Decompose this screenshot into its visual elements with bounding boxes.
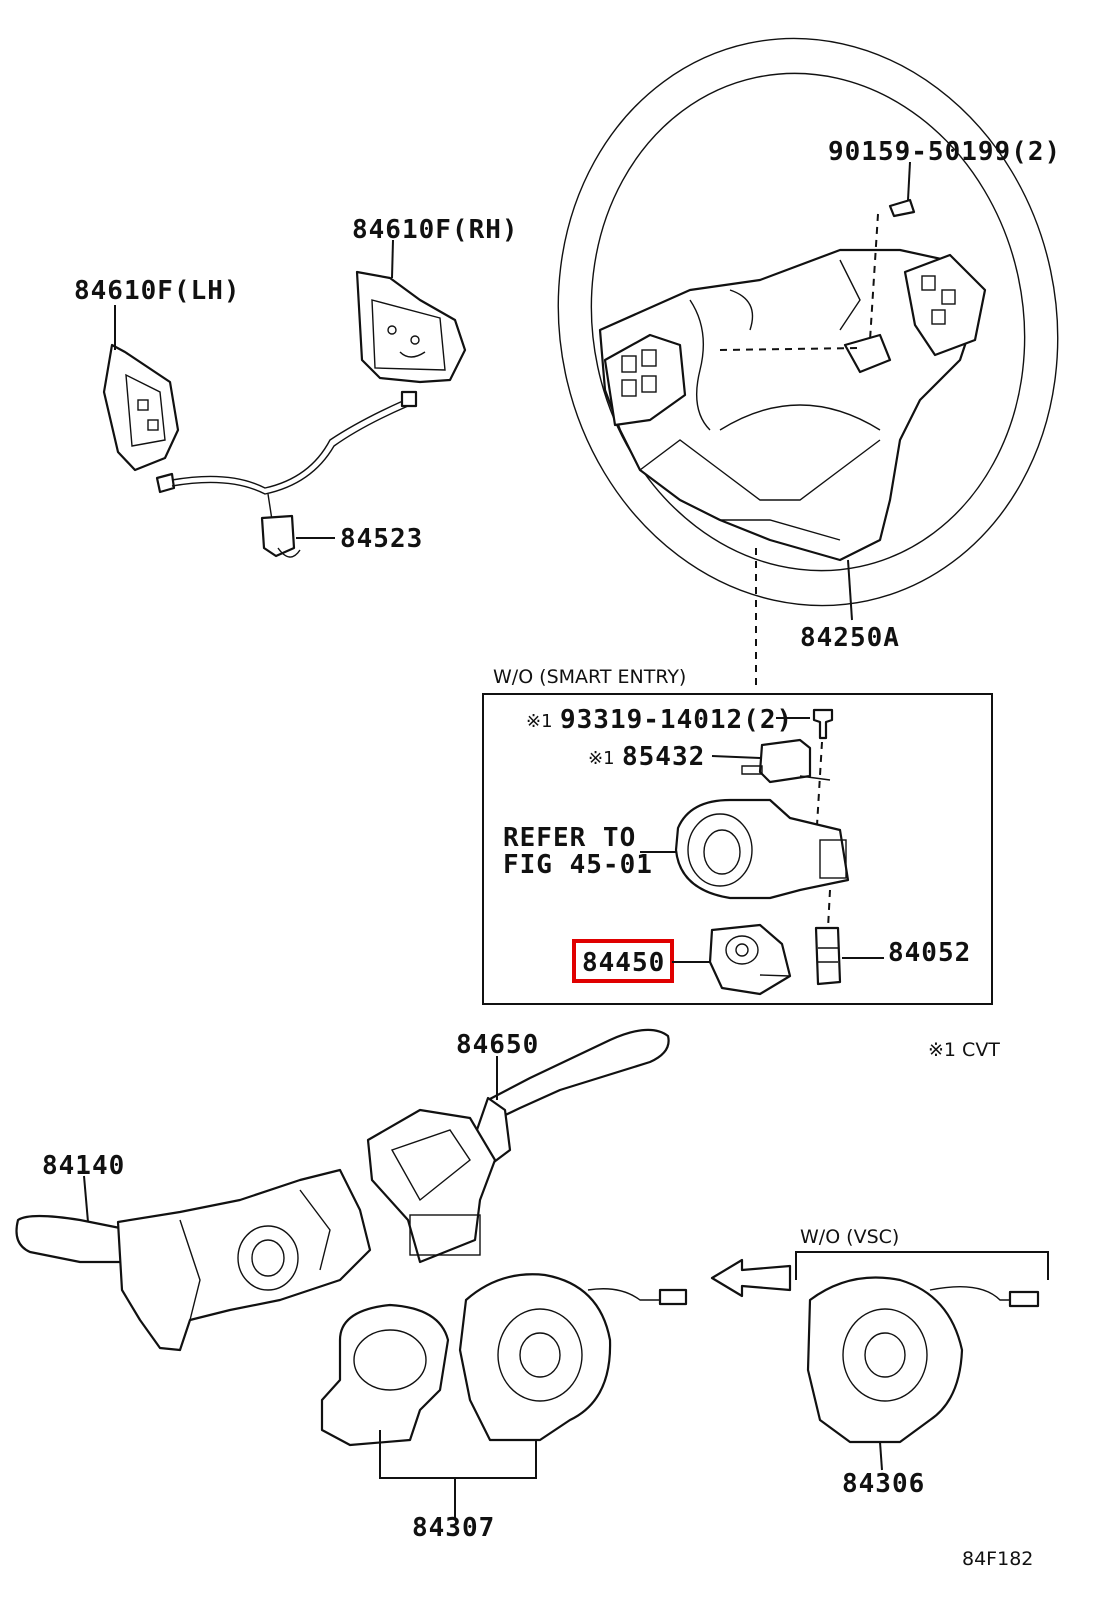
switch-84052[interactable]: [814, 926, 842, 986]
diagram-code: 84F182: [962, 1548, 1033, 1570]
label-84450[interactable]: 84450: [582, 948, 665, 978]
label-84523: 84523: [340, 524, 423, 554]
switch-85432[interactable]: [741, 738, 831, 784]
spiral-cable-84307[interactable]: [458, 1273, 688, 1442]
label-84610f-rh: 84610F(RH): [352, 215, 519, 245]
label-84306: 84306: [842, 1469, 925, 1499]
label-84307: 84307: [412, 1513, 495, 1543]
label-93319-14012: 93319-14012(2): [560, 705, 793, 735]
spiral-cable-cover-84307[interactable]: [320, 1303, 537, 1520]
wo-vsc-bracket: [795, 1251, 1049, 1280]
label-84250a: 84250A: [800, 623, 900, 653]
mark-93319: ※1: [526, 711, 553, 732]
label-85432: 85432: [622, 742, 705, 772]
smart-entry-group-box: [482, 693, 993, 1005]
label-84140: 84140: [42, 1151, 125, 1181]
ignition-lock-housing[interactable]: [674, 798, 850, 900]
wiper-switch-84650[interactable]: [366, 1028, 670, 1264]
spiral-cable-84306[interactable]: [806, 1276, 1040, 1471]
ignition-switch-84450[interactable]: [708, 923, 792, 996]
mark-85432: ※1: [588, 748, 615, 769]
steering-wheel[interactable]: [506, 0, 1094, 652]
wire-harness[interactable]: [155, 390, 418, 558]
label-wo-vsc: W/O (VSC): [800, 1226, 899, 1248]
label-90159-50199: 90159-50199(2): [828, 137, 1061, 167]
label-fig-45-01: FIG 45-01: [503, 850, 653, 880]
paddle-switch-rh[interactable]: [355, 239, 467, 384]
label-wo-smart-entry: W/O (SMART ENTRY): [493, 666, 686, 688]
arrow-left-icon: [710, 1258, 792, 1298]
screw-93319[interactable]: [812, 708, 834, 740]
cvt-note: ※1 CVT: [928, 1039, 1000, 1061]
label-84650: 84650: [456, 1030, 539, 1060]
label-refer-to: REFER TO: [503, 823, 636, 853]
paddle-switch-lh[interactable]: [102, 305, 180, 472]
turn-signal-switch-84140[interactable]: [15, 1168, 372, 1352]
label-84610f-lh: 84610F(LH): [74, 276, 241, 306]
label-84052: 84052: [888, 938, 971, 968]
